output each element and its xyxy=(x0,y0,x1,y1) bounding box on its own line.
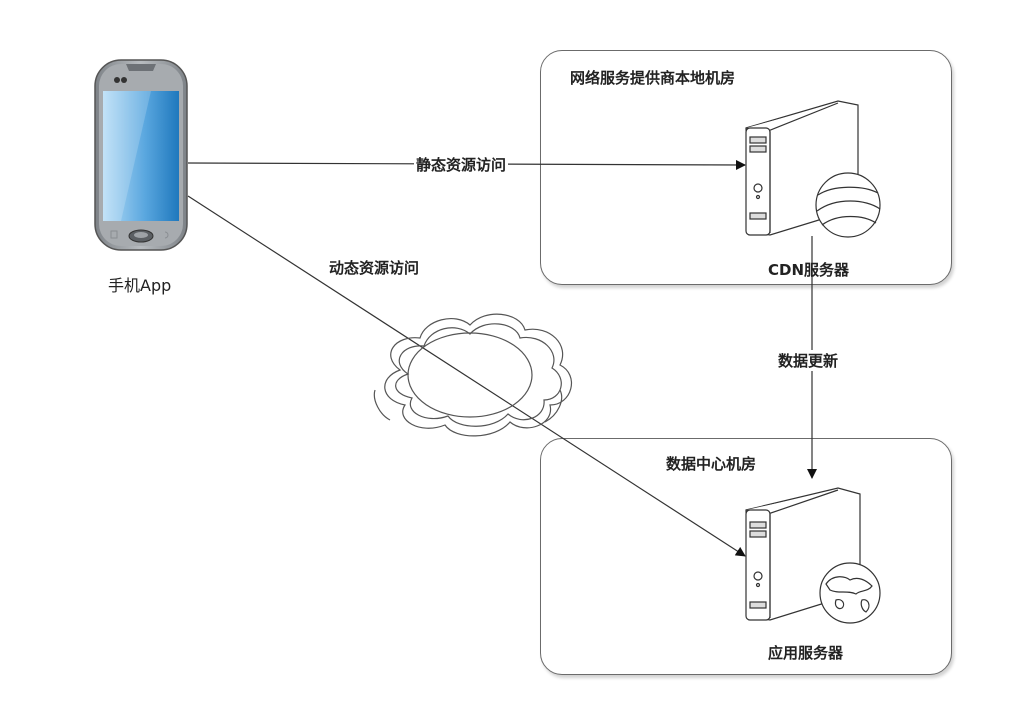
group-isp-room-label: 网络服务提供商本地机房 xyxy=(570,69,736,87)
edge-label-dynamic-access: 动态资源访问 xyxy=(329,259,420,277)
server-with-globe-icon xyxy=(745,100,881,238)
edge-label-static-access: 静态资源访问 xyxy=(414,154,509,175)
edge-label-data-update: 数据更新 xyxy=(776,350,841,371)
server-with-world-map-icon xyxy=(745,487,881,624)
app-server-label: 应用服务器 xyxy=(768,644,844,662)
edge-dynamic-access xyxy=(187,195,746,557)
cdn-server-label: CDN服务器 xyxy=(768,261,850,279)
phone-label: 手机App xyxy=(108,276,172,295)
group-datacenter-label: 数据中心机房 xyxy=(666,455,757,473)
cloud-icon xyxy=(373,313,572,437)
mobile-phone-icon xyxy=(94,59,188,251)
